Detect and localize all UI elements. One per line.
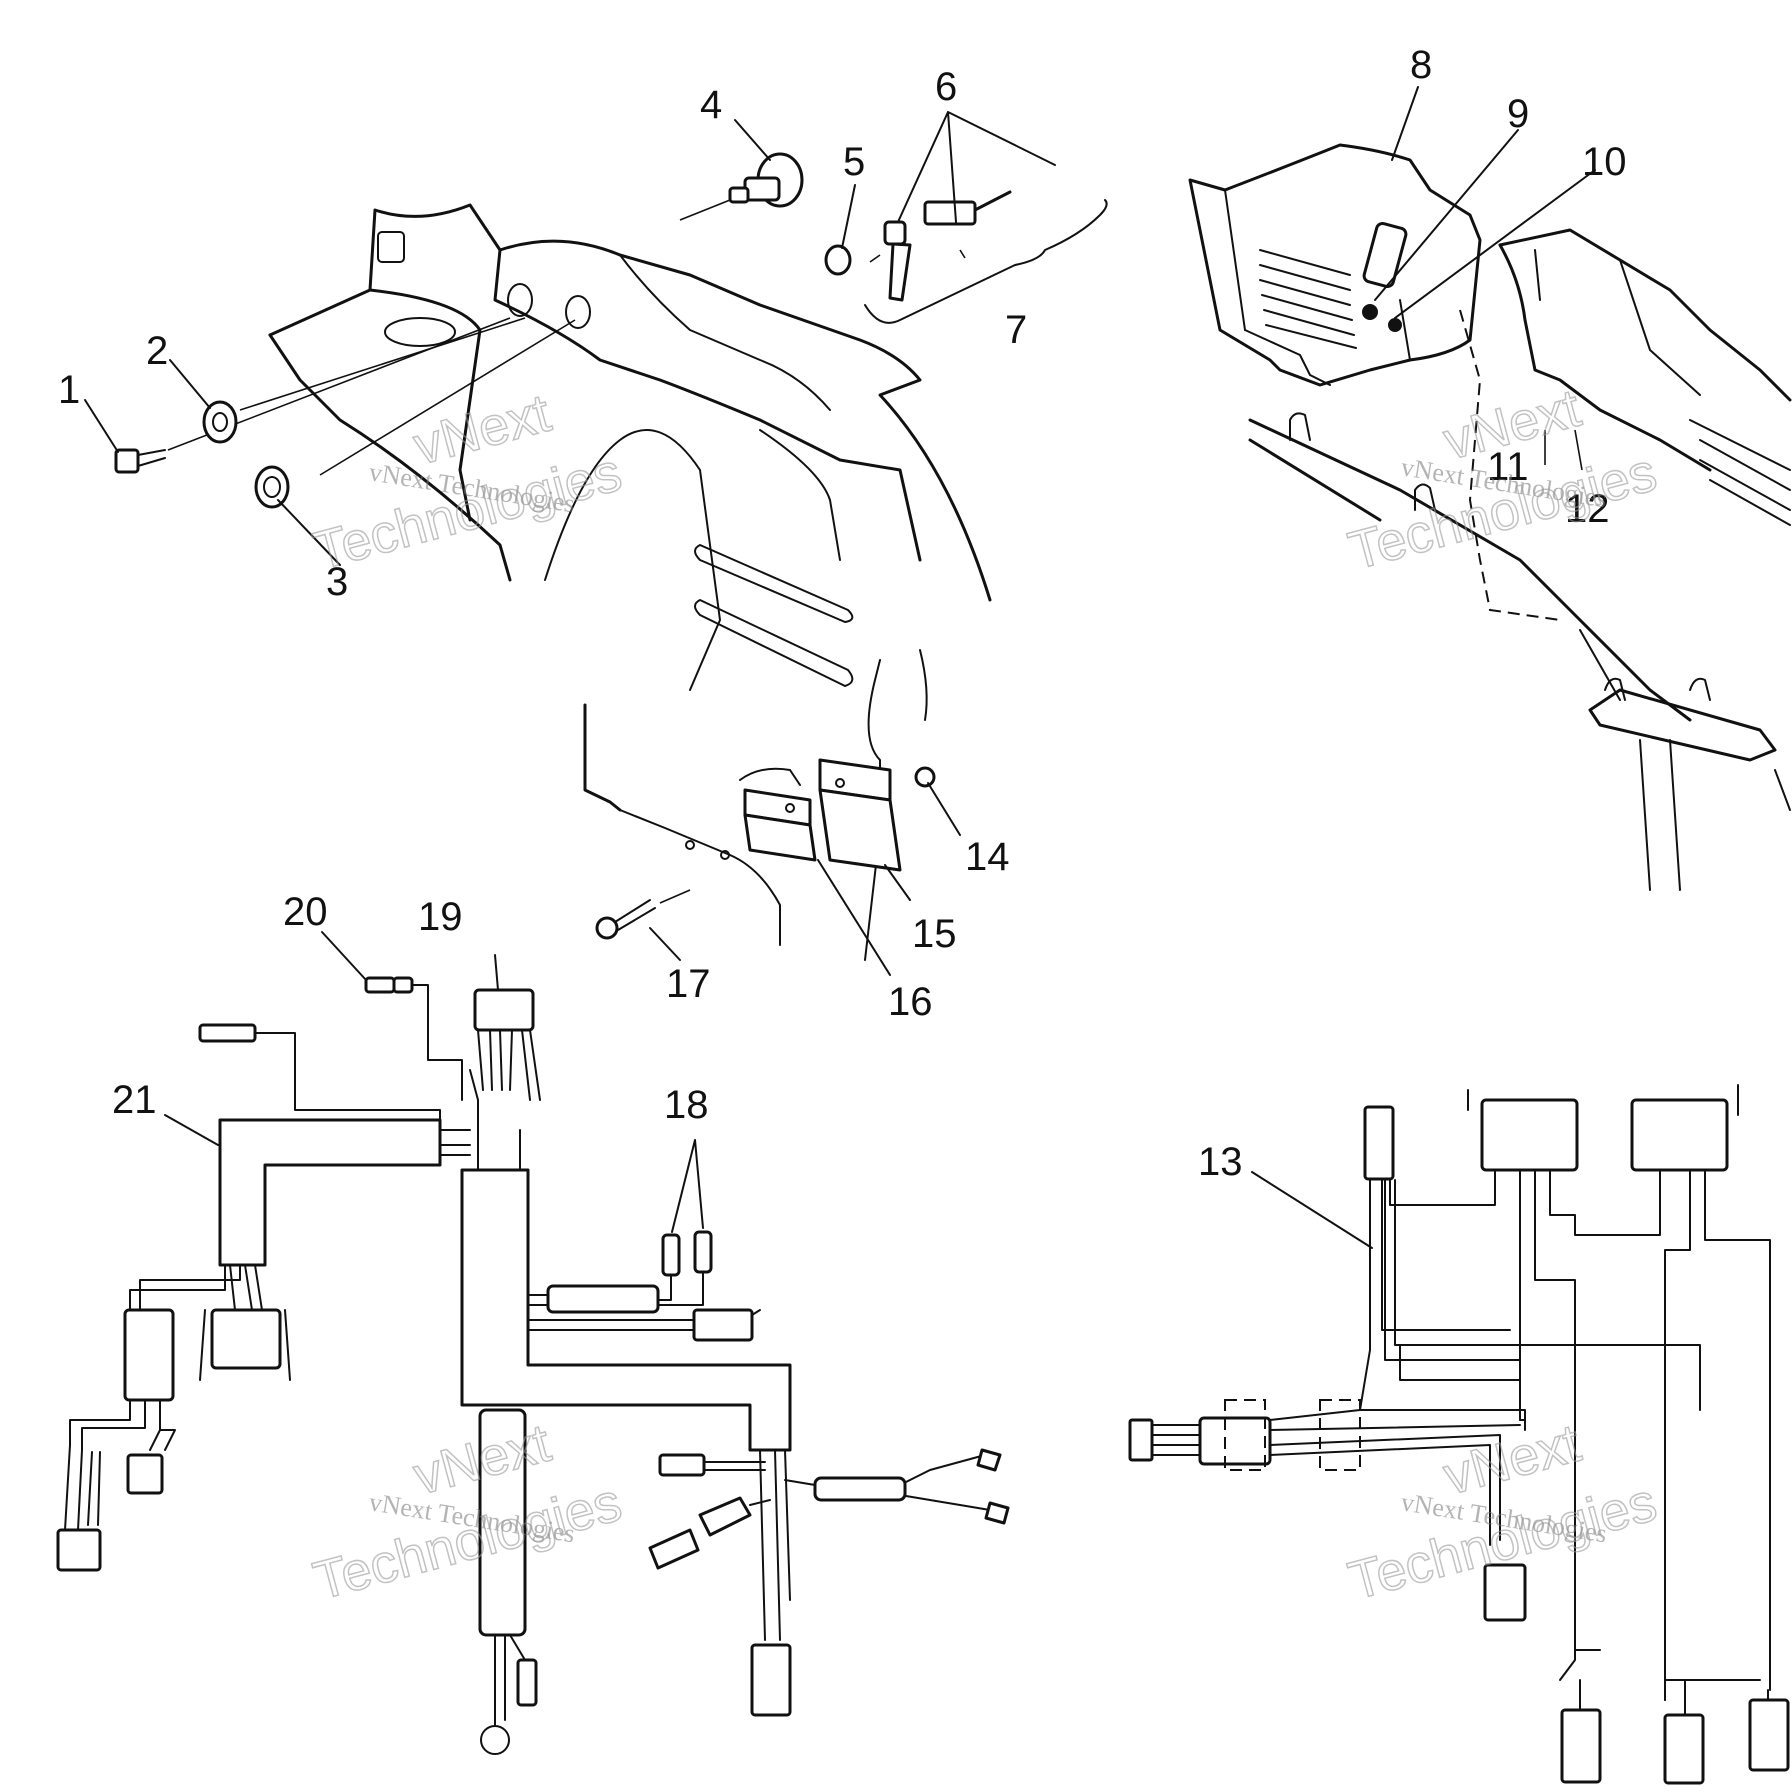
callout-17: 17 <box>666 962 711 1006</box>
callout-15: 15 <box>912 912 957 956</box>
callout-11: 11 <box>1487 445 1529 489</box>
washer-part-5 <box>824 244 852 276</box>
callout-8: 8 <box>1410 43 1432 87</box>
callout-4: 4 <box>700 83 722 127</box>
callout-16: 16 <box>888 980 933 1024</box>
cdi-box-assembly <box>595 758 936 940</box>
callout-9: 9 <box>1507 92 1529 136</box>
switch-part-4 <box>679 152 804 221</box>
callout-6: 6 <box>935 65 957 109</box>
nut-part-2 <box>202 317 526 444</box>
callout-10: 10 <box>1582 140 1627 184</box>
callout-18: 18 <box>664 1083 709 1127</box>
dash-panel-assembly <box>268 203 992 961</box>
callout-19: 19 <box>418 895 463 939</box>
switch-part-6 <box>869 190 1012 302</box>
key-switch-parts <box>114 152 1108 509</box>
callout-14: 14 <box>965 835 1010 879</box>
callout-5: 5 <box>843 140 865 184</box>
callout-13: 13 <box>1198 1140 1243 1184</box>
headlight-cover-assembly <box>1188 143 1792 891</box>
wiring-harness-13 <box>1128 1084 1790 1785</box>
brace-part-7 <box>864 199 1108 324</box>
leader-lines <box>84 86 1596 1249</box>
wiring-harness-main <box>56 976 1010 1755</box>
callout-20: 20 <box>283 890 328 934</box>
washer-part-3 <box>254 319 576 509</box>
callout-7: 7 <box>1005 308 1027 352</box>
callout-1: 1 <box>58 368 80 412</box>
callout-2: 2 <box>146 329 168 373</box>
callout-12: 12 <box>1565 487 1610 531</box>
callout-3: 3 <box>326 560 348 604</box>
callout-21: 21 <box>112 1078 157 1122</box>
callout-labels: 1 2 3 4 5 6 7 8 9 10 11 12 13 14 15 16 1… <box>58 43 1627 1184</box>
